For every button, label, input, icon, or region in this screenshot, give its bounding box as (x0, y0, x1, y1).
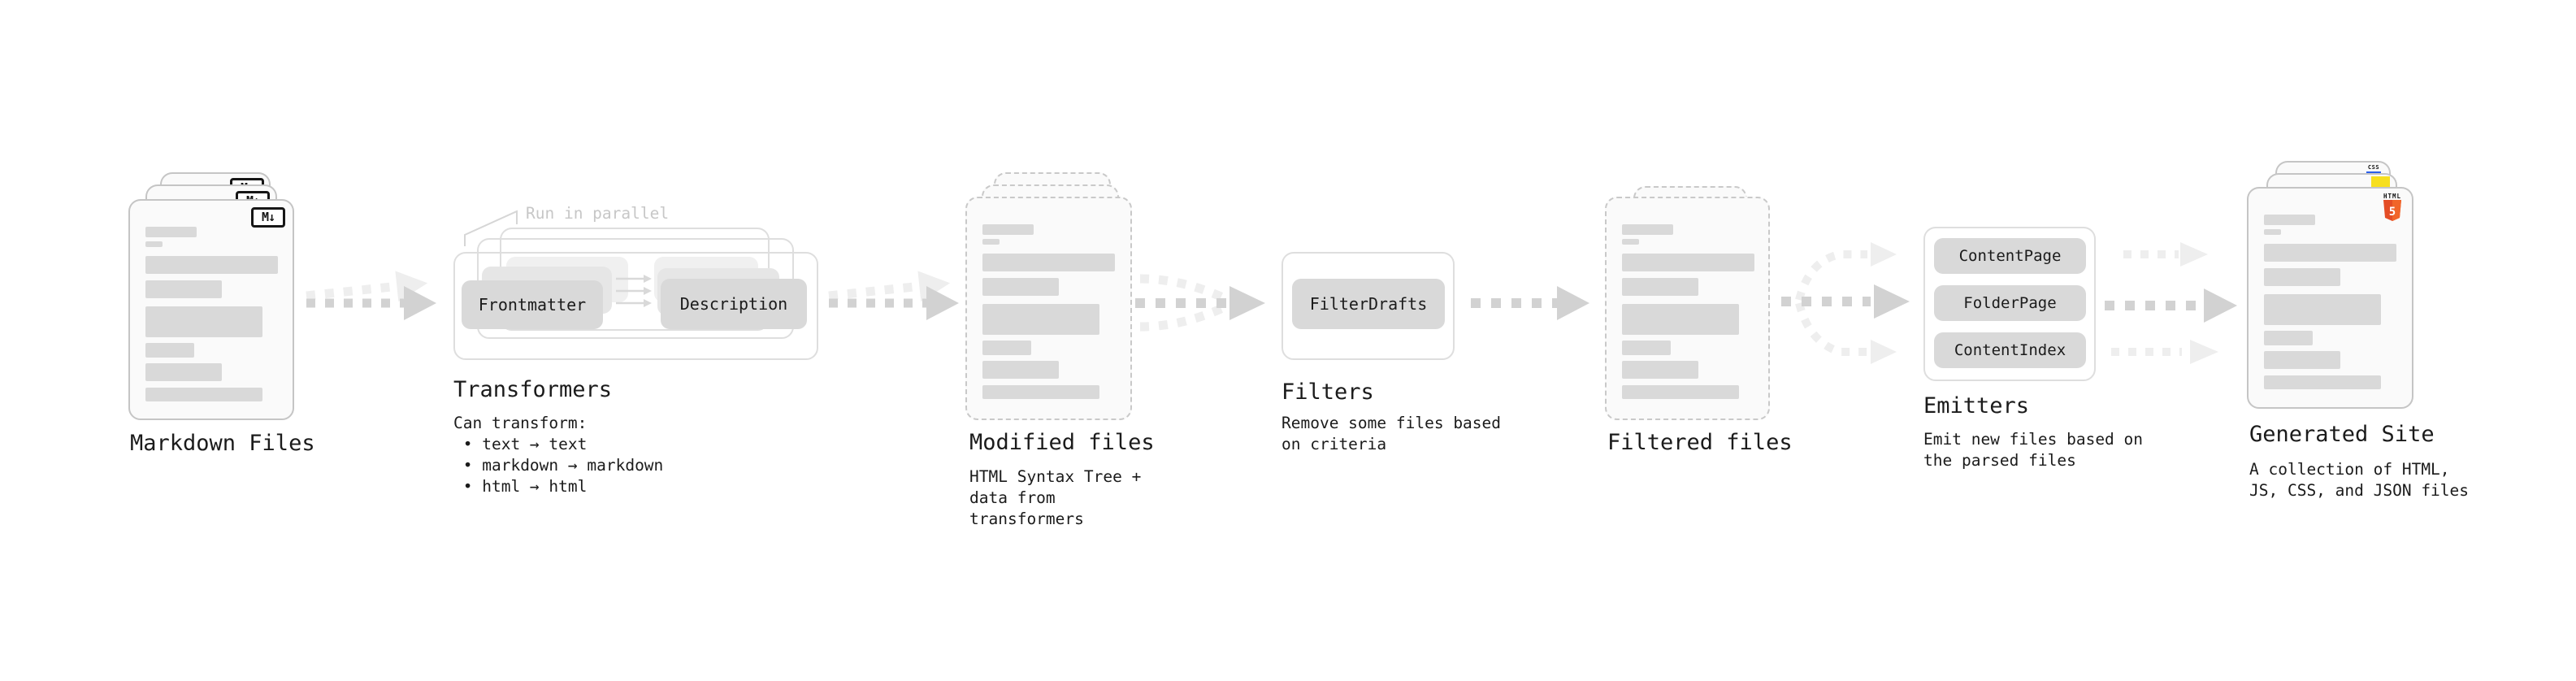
skeleton-bar (145, 306, 262, 337)
css-icon: CSS (2365, 165, 2383, 174)
stage-filters: FilterDrafts Filters Remove some files b… (1281, 252, 1517, 471)
folderpage-node: FolderPage (1934, 285, 2086, 321)
skeleton-bar (145, 241, 163, 247)
generated-site-description: A collection of HTML, JS, CSS, and JSON … (2249, 460, 2470, 500)
markdown-icon: M↓ (251, 207, 285, 228)
skeleton-bar (145, 227, 197, 237)
stage-generated-site: CSS HTML 5 Generated Site A collect (2247, 161, 2491, 510)
arrow-modified-to-filters-merge (1135, 274, 1265, 332)
emitters-description: Emit new files based on the parsed files (1923, 430, 2144, 470)
skeleton-bar (1622, 340, 1671, 355)
arrow-filtered-to-emitters-diverge (1781, 242, 1910, 364)
skeleton-bar (1622, 239, 1639, 245)
filters-description: Remove some files based on criteria (1281, 414, 1502, 453)
frontmatter-node: Frontmatter (462, 280, 603, 329)
stage-transformers: Run in parallel Frontmatter Description … (453, 203, 835, 512)
skeleton-bar (982, 239, 1000, 245)
skeleton-bar (982, 385, 1099, 399)
skeleton-bar (2264, 268, 2340, 286)
skeleton-bar (1622, 385, 1739, 399)
skeleton-bar (982, 224, 1034, 235)
arrow-markdown-to-transformers (306, 271, 436, 320)
emitters-label: Emitters (1923, 393, 2030, 419)
filters-box (1281, 252, 1455, 360)
emitters-box (1923, 227, 2096, 381)
description-node: Description (661, 279, 807, 329)
markdown-files-label: Markdown Files (130, 431, 315, 456)
skeleton-bar (2264, 375, 2381, 389)
skeleton-bar (982, 254, 1115, 271)
modified-file-front (965, 197, 1132, 420)
skeleton-bar (2264, 294, 2381, 325)
html5-icon: HTML 5 (2382, 193, 2403, 226)
transformers-label: Transformers (453, 377, 613, 402)
filtered-file-front (1605, 197, 1770, 420)
contentpage-node: ContentPage (1934, 238, 2086, 274)
arrow-transformers-to-modified (828, 271, 959, 320)
arrows-emitters-to-generated (2105, 242, 2237, 364)
skeleton-bar (982, 278, 1059, 296)
skeleton-bar (145, 343, 194, 358)
skeleton-bar (2264, 331, 2313, 345)
skeleton-bar (1622, 224, 1673, 235)
skeleton-bar (1622, 278, 1698, 296)
transformers-description: Can transform: • text → text • markdown … (453, 414, 664, 496)
skeleton-bar (145, 280, 222, 298)
transformer-box-front (453, 252, 818, 360)
modified-files-label: Modified files (969, 430, 1155, 455)
skeleton-bar (145, 256, 278, 274)
filtered-files-label: Filtered files (1607, 430, 1793, 455)
skeleton-bar (2264, 244, 2396, 262)
skeleton-bar (982, 361, 1059, 379)
skeleton-bar (1622, 304, 1739, 335)
stage-filtered-files: Filtered files (1605, 186, 1816, 479)
skeleton-bar (982, 304, 1099, 335)
run-in-parallel-callout: Run in parallel (526, 204, 670, 223)
filterdrafts-node: FilterDrafts (1292, 279, 1445, 329)
stage-markdown-files: M↓ M↓ M↓ Markdown Files (128, 172, 340, 465)
markdown-file-front: M↓ (128, 199, 294, 420)
stage-emitters: ContentPage FolderPage ContentIndex Emit… (1923, 227, 2167, 495)
skeleton-bar (2264, 351, 2340, 369)
skeleton-bar (982, 340, 1031, 355)
skeleton-bar (1622, 361, 1698, 379)
svg-text:5: 5 (2389, 206, 2396, 219)
stage-modified-files: Modified files HTML Syntax Tree + data f… (965, 172, 1177, 528)
skeleton-bar (2264, 229, 2281, 235)
skeleton-bar (1622, 254, 1754, 271)
skeleton-bar (145, 363, 222, 381)
arrow-filters-to-filtered (1471, 286, 1589, 320)
generated-site-label: Generated Site (2249, 422, 2435, 447)
callout-connector-line (464, 210, 518, 246)
parallel-flow-arrows (616, 275, 652, 307)
contentindex-node: ContentIndex (1934, 332, 2086, 368)
filters-label: Filters (1281, 380, 1374, 405)
skeleton-bar (145, 388, 262, 401)
modified-files-description: HTML Syntax Tree + data from transformer… (969, 467, 1142, 528)
generated-file-html: HTML 5 (2247, 187, 2413, 409)
javascript-icon (2371, 176, 2390, 187)
skeleton-bar (2264, 215, 2315, 225)
